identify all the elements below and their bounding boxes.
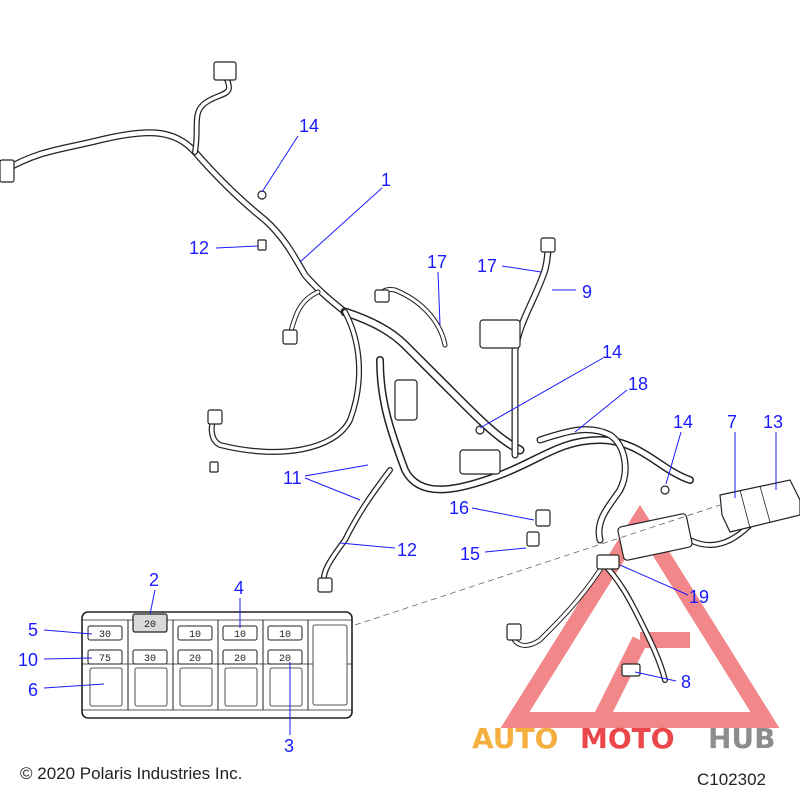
callout-17-right: 17 (477, 256, 497, 276)
connector-12-lower (317, 577, 333, 593)
connector-15 (526, 531, 540, 547)
connector-lower-left (506, 623, 522, 641)
clip-small (209, 461, 219, 473)
leader-lines (43, 135, 777, 735)
fuse-bottom-5: 20 (279, 654, 291, 665)
main-harness (1, 72, 798, 683)
callout-1: 1 (381, 170, 391, 190)
callout-9: 9 (582, 282, 592, 302)
connector-left-end (0, 159, 15, 183)
fuse-top-1: 30 (99, 630, 111, 641)
callout-11: 11 (283, 468, 302, 488)
connector-left-loop (207, 409, 223, 425)
connector-left-mid (282, 329, 298, 345)
center-module-bottom (459, 449, 501, 475)
drawing-code: C102302 (697, 770, 766, 789)
fuse-bottom-2: 30 (144, 654, 156, 665)
callout-15: 15 (460, 544, 480, 564)
connector-top (213, 61, 237, 81)
callout-6: 6 (28, 680, 38, 700)
projection-line (354, 504, 721, 626)
callout-labels: 1 14 12 17 17 9 14 18 14 7 13 11 12 16 1… (18, 116, 783, 756)
fuse-bottom-4: 20 (234, 654, 246, 665)
harness-connectors (0, 61, 800, 677)
callout-16: 16 (449, 498, 469, 518)
callout-12-upper: 12 (189, 238, 209, 258)
callout-12-lower: 12 (397, 540, 417, 560)
fuse-top-4: 10 (234, 630, 246, 641)
relay-module (617, 513, 693, 561)
fuse-top-3: 10 (189, 630, 201, 641)
callout-3: 3 (284, 736, 294, 756)
callout-4: 4 (234, 578, 244, 598)
callout-17-left: 17 (427, 252, 447, 272)
fuse-top-2: 20 (144, 620, 156, 631)
clip-12-upper (257, 239, 267, 251)
fuse-bottom-3: 20 (189, 654, 201, 665)
tie-14-center (475, 425, 485, 435)
copyright-text: © 2020 Polaris Industries Inc. (20, 764, 242, 783)
watermark-moto: MOTO (580, 722, 675, 755)
fuse-cluster-19 (596, 554, 620, 570)
callout-2: 2 (149, 570, 159, 590)
callout-19: 19 (689, 587, 709, 607)
fuse-top-5: 10 (279, 630, 291, 641)
connector-8 (621, 663, 641, 677)
watermark-auto: AUTO (472, 722, 558, 755)
callout-14-upper: 14 (299, 116, 319, 136)
callout-13: 13 (763, 412, 783, 432)
callout-5: 5 (28, 620, 38, 640)
center-module-left (394, 379, 418, 421)
callout-7: 7 (727, 412, 737, 432)
callout-14-center: 14 (602, 342, 622, 362)
connector-17-left (374, 289, 390, 303)
fuse-box-detail: 30 20 10 10 10 75 30 20 20 20 (81, 611, 353, 719)
callout-8: 8 (681, 672, 691, 692)
connector-16 (535, 509, 551, 527)
center-module-top (479, 319, 521, 349)
callout-14-right: 14 (673, 412, 693, 432)
watermark-wordmark: AUTO MOTO HUB (472, 722, 776, 755)
fuse-bottom-1: 75 (99, 654, 111, 665)
connector-17-right (540, 237, 556, 253)
fuse-box-7-13 (719, 479, 800, 533)
tie-14-upper (257, 190, 267, 200)
callout-10: 10 (18, 650, 38, 670)
watermark-hub: HUB (708, 722, 776, 755)
tie-14-right (660, 485, 670, 495)
callout-18: 18 (628, 374, 648, 394)
